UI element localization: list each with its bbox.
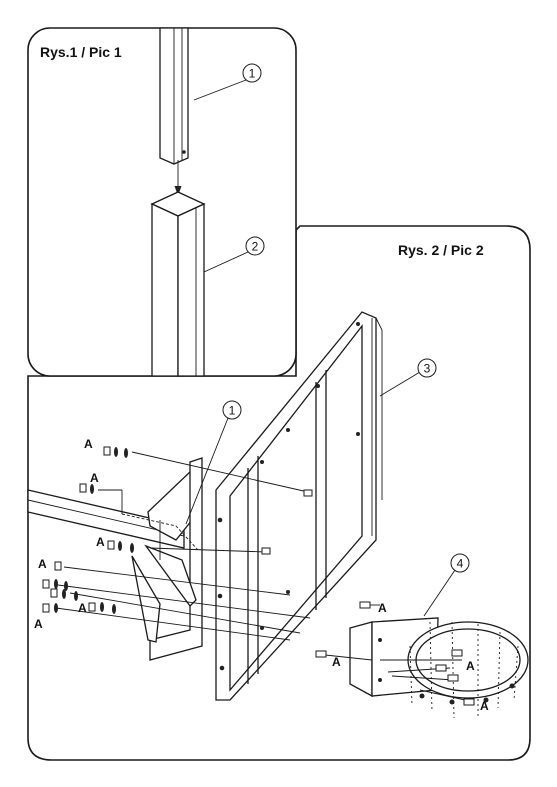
hardware-label-a-3: A bbox=[96, 535, 105, 549]
callout-part-3-pic2: 3 bbox=[379, 358, 437, 397]
hardware-label-a-4: A bbox=[38, 557, 47, 571]
insertion-arrow bbox=[174, 160, 182, 196]
hardware-label-a-2: A bbox=[90, 471, 99, 485]
bolt-set-upper bbox=[103, 446, 313, 497]
svg-text:2: 2 bbox=[252, 240, 259, 254]
bolt-set-lower bbox=[42, 561, 311, 641]
hardware-label-a-7: A bbox=[378, 601, 387, 615]
callout-part-1-pic1: 1 bbox=[193, 63, 262, 101]
hardware-label-a-8: A bbox=[332, 655, 341, 669]
pole-and-bracket bbox=[27, 457, 203, 661]
hardware-label-a-1: A bbox=[84, 437, 93, 451]
panel-1-title: Rys.1 / Pic 1 bbox=[40, 44, 122, 60]
svg-text:1: 1 bbox=[249, 67, 256, 81]
hardware-label-a-5: A bbox=[78, 601, 87, 615]
callout-part-2-pic1: 2 bbox=[203, 236, 265, 273]
panel-2-title: Rys. 2 / Pic 2 bbox=[398, 242, 484, 258]
panel-2-frame bbox=[27, 225, 531, 761]
hardware-label-a-9: A bbox=[466, 659, 475, 673]
lower-pole bbox=[150, 191, 206, 377]
hardware-label-a-6: A bbox=[34, 617, 43, 631]
svg-text:4: 4 bbox=[457, 557, 464, 571]
svg-text:3: 3 bbox=[424, 362, 431, 376]
callout-part-1-pic2: 1 bbox=[185, 400, 242, 525]
bolt-set-middle bbox=[79, 483, 271, 555]
callout-part-4-pic2: 4 bbox=[423, 553, 470, 617]
svg-text:1: 1 bbox=[229, 404, 236, 418]
backboard bbox=[215, 311, 383, 701]
bolt-set-rim bbox=[315, 601, 475, 706]
hardware-label-a-10: A bbox=[480, 699, 489, 713]
upper-pole bbox=[159, 27, 189, 165]
